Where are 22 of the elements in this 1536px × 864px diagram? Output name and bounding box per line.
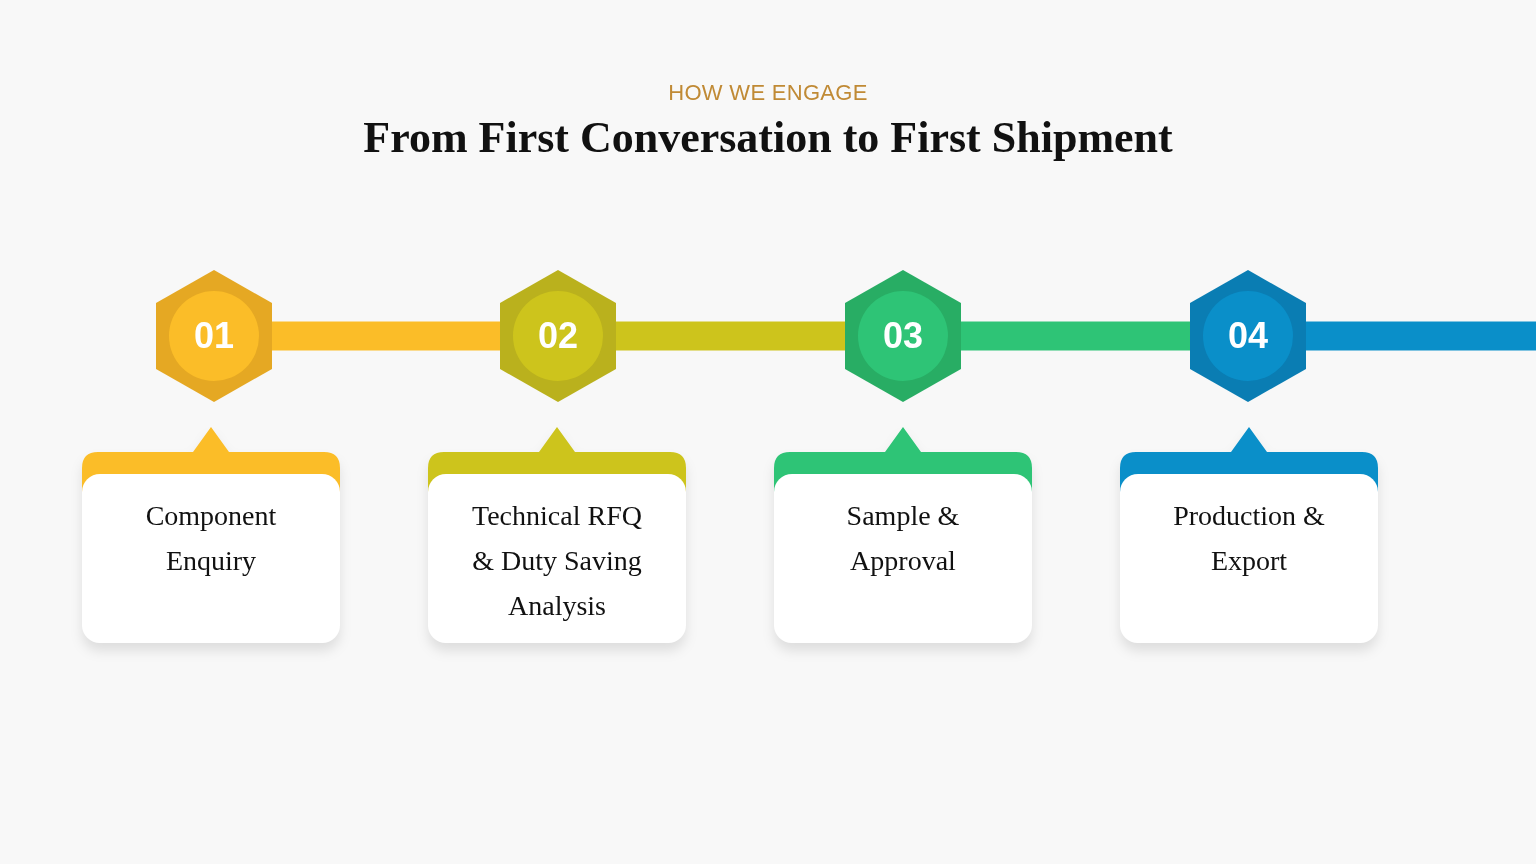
step-title: Component Enquiry bbox=[144, 499, 278, 578]
diagram-title: From First Conversation to First Shipment bbox=[363, 113, 1173, 162]
step-hexagon bbox=[156, 270, 272, 402]
callout-card bbox=[82, 427, 340, 643]
eyebrow-label: HOW WE ENGAGE bbox=[668, 80, 868, 105]
callout-card bbox=[428, 427, 686, 643]
step-title: Technical RFQ & Duty Saving Analysis bbox=[471, 499, 643, 623]
connector-bar bbox=[272, 321, 500, 351]
connector-bar bbox=[961, 321, 1190, 351]
step-hexagon bbox=[845, 270, 961, 402]
step-hexagon bbox=[500, 270, 616, 402]
step-hexagon bbox=[1190, 270, 1306, 402]
connector-bar bbox=[1306, 321, 1536, 351]
step-title: Sample & Approval bbox=[845, 499, 961, 578]
step-number: 03 bbox=[883, 318, 923, 354]
callout-card bbox=[1120, 427, 1378, 643]
step-number: 04 bbox=[1228, 318, 1268, 354]
step-title: Production & Export bbox=[1172, 499, 1326, 578]
connector-bar bbox=[616, 321, 845, 351]
step-number: 01 bbox=[194, 318, 234, 354]
callout-card bbox=[774, 427, 1032, 643]
step-number: 02 bbox=[538, 318, 578, 354]
